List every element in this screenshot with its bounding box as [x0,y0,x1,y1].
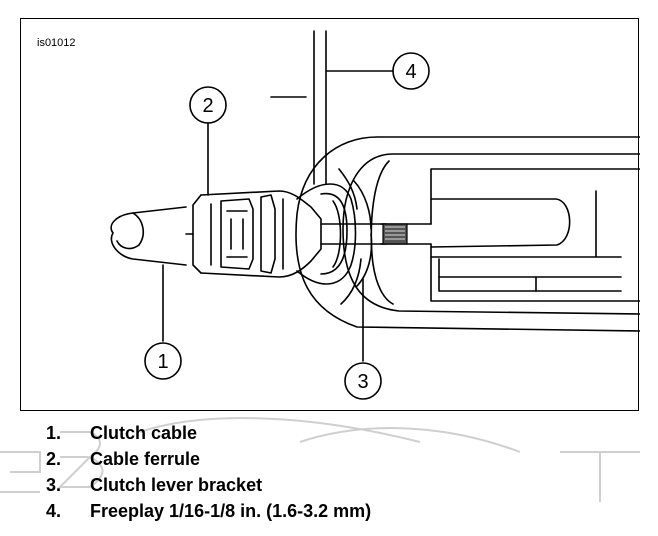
lever-bracket-inner [342,153,640,315]
clutch-cable-diagram: 2 1 3 4 [110,30,640,400]
figure-id: is01012 [37,37,76,49]
legend-number: 2. [46,449,62,469]
legend-item: 1. Clutch cable [46,420,371,446]
diagram-frame: 2 1 3 4 is01012 [20,18,640,411]
legend-item: 3. Clutch lever bracket [46,472,371,498]
legend-number: 4. [46,501,62,521]
legend-label: Clutch cable [90,423,198,443]
callout-label-1: 1 [157,351,168,373]
callout-label-2: 2 [202,95,213,117]
clutch-cable-sheath [110,206,187,266]
legend-number: 1. [46,423,62,443]
legend-item: 2. Cable ferrule [46,446,371,472]
callout-circle-1 [144,342,182,380]
lever-bracket-outline [295,136,640,332]
callout-circle-4 [392,52,430,90]
legend-item: 4. Freeplay 1/16-1/8 in. (1.6-3.2 mm) [46,498,371,524]
cable-ferrule [200,190,322,278]
legend-number: 3. [46,475,62,495]
legend-label: Cable ferrule [90,449,201,469]
callout-label-4: 4 [405,61,416,83]
callout-label-3: 3 [357,371,368,393]
legend-list: 1. Clutch cable 2. Cable ferrule 3. Clut… [46,420,371,524]
lever-slot [430,168,640,302]
legend-label: Freeplay 1/16-1/8 in. (1.6-3.2 mm) [90,501,372,521]
callout-circle-3 [344,362,382,400]
legend-label: Clutch lever bracket [90,475,263,495]
callout-circle-2 [189,86,227,124]
